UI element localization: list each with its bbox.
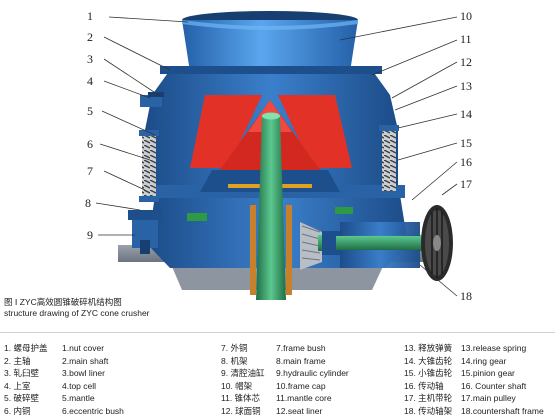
legend-item-3-en: 3.bowl liner: [62, 368, 105, 379]
legend-item-9-en: 9.hydraulic cylinder: [276, 368, 349, 379]
legend-item-5-en: 5.mantle: [62, 393, 95, 404]
legend-item-2-cn: 2. 主轴: [4, 355, 31, 366]
cone-crusher-drawing: [95, 11, 458, 300]
legend-item-18-cn: 18. 传动轴架: [404, 406, 453, 416]
ring-gear: [300, 222, 322, 270]
adjustment-ring-left: [140, 92, 164, 107]
callout-11: 11: [460, 32, 472, 46]
legend-item-16-cn: 16. 传动轴: [404, 380, 444, 391]
callout-13: 13: [460, 79, 472, 93]
legend-item-12-en: 12.seat liner: [276, 406, 323, 416]
figure-caption-en: structure drawing of ZYC cone crusher: [4, 308, 150, 318]
legend-item-16-en: 16. Counter shaft: [461, 380, 527, 391]
release-spring-right: [379, 125, 399, 197]
legend-item-17-en: 17.main pulley: [461, 393, 516, 404]
legend-item-14-en: 14.ring gear: [461, 355, 507, 366]
legend-item-10-cn: 10. 帽架: [221, 380, 253, 391]
callout-7: 7: [87, 164, 93, 178]
callout-8: 8: [85, 196, 91, 210]
legend-item-18-en: 18.countershaft frame: [461, 406, 544, 416]
callout-4: 4: [87, 74, 93, 88]
legend-item-4-en: 4.top cell: [62, 380, 97, 391]
legend-item-12-cn: 12. 球面铜: [221, 406, 261, 416]
callout-14: 14: [460, 107, 472, 121]
bowl-liner: [190, 95, 352, 168]
legend-item-3-cn: 3. 轧臼壁: [4, 368, 39, 379]
callout-10: 10: [460, 9, 472, 23]
legend-item-2-en: 2.main shaft: [62, 355, 109, 366]
legend-item-17-cn: 17. 主机带轮: [404, 393, 453, 404]
legend-item-8-cn: 8. 机架: [221, 355, 248, 366]
feed-hopper: [182, 11, 358, 72]
legend-item-7-en: 7.frame bush: [276, 343, 326, 353]
callout-16: 16: [460, 155, 472, 169]
legend-divider: [0, 332, 555, 333]
legend-item-13-en: 13.release spring: [461, 343, 527, 353]
legend-item-15-en: 15.pinion gear: [461, 368, 515, 379]
callout-1: 1: [87, 9, 93, 23]
legend-item-7-cn: 7. 外铜: [221, 343, 248, 353]
legend-item-1-cn: 1. 螺母护盖: [4, 343, 48, 353]
legend-item-10-en: 10.frame cap: [276, 380, 326, 391]
legend-item-4-cn: 4. 上室: [4, 380, 31, 391]
legend-item-9-cn: 9. 清腔油缸: [221, 368, 265, 379]
legend-item-11-en: 11.mantle core: [276, 393, 332, 404]
legend-item-8-en: 8.main frame: [276, 355, 326, 366]
callout-3: 3: [87, 52, 93, 66]
callout-17: 17: [460, 177, 472, 191]
legend-item-11-cn: 11. 锥体芯: [221, 393, 261, 404]
legend-item-1-en: 1.nut cover: [62, 343, 105, 353]
leader-lines: [95, 16, 458, 297]
legend-item-5-cn: 5. 破碎壁: [4, 393, 39, 404]
callout-2: 2: [87, 30, 93, 44]
legend-item-14-cn: 14. 大锥齿轮: [404, 355, 453, 366]
callout-6: 6: [87, 137, 93, 151]
legend-item-6-en: 6.eccentric bush: [62, 406, 124, 416]
release-spring-left: [139, 130, 159, 202]
hydraulic-cylinder: [128, 210, 162, 254]
callout-15: 15: [460, 136, 472, 150]
legend-item-15-cn: 15. 小锥齿轮: [404, 368, 453, 379]
countershaft-frame: [336, 222, 440, 268]
main-shaft: [256, 112, 286, 300]
callout-18: 18: [460, 289, 472, 303]
eccentric-bush: [250, 205, 292, 295]
legend-item-13-cn: 13. 释放弹簧: [404, 343, 453, 353]
callout-9: 9: [87, 228, 93, 242]
parts-legend: 1. 螺母护盖 1.nut cover 2. 主轴 2.main shaft 3. 轧臼…: [0, 343, 555, 419]
callout-5: 5: [87, 104, 93, 118]
main-pulley: [421, 205, 453, 281]
legend-item-6-cn: 6. 内铜: [4, 406, 31, 416]
figure-caption-cn: 图 Ⅰ ZYC高效圆锥破碎机结构图: [4, 297, 122, 307]
callout-12: 12: [460, 55, 472, 69]
seat-liner: [187, 207, 353, 221]
